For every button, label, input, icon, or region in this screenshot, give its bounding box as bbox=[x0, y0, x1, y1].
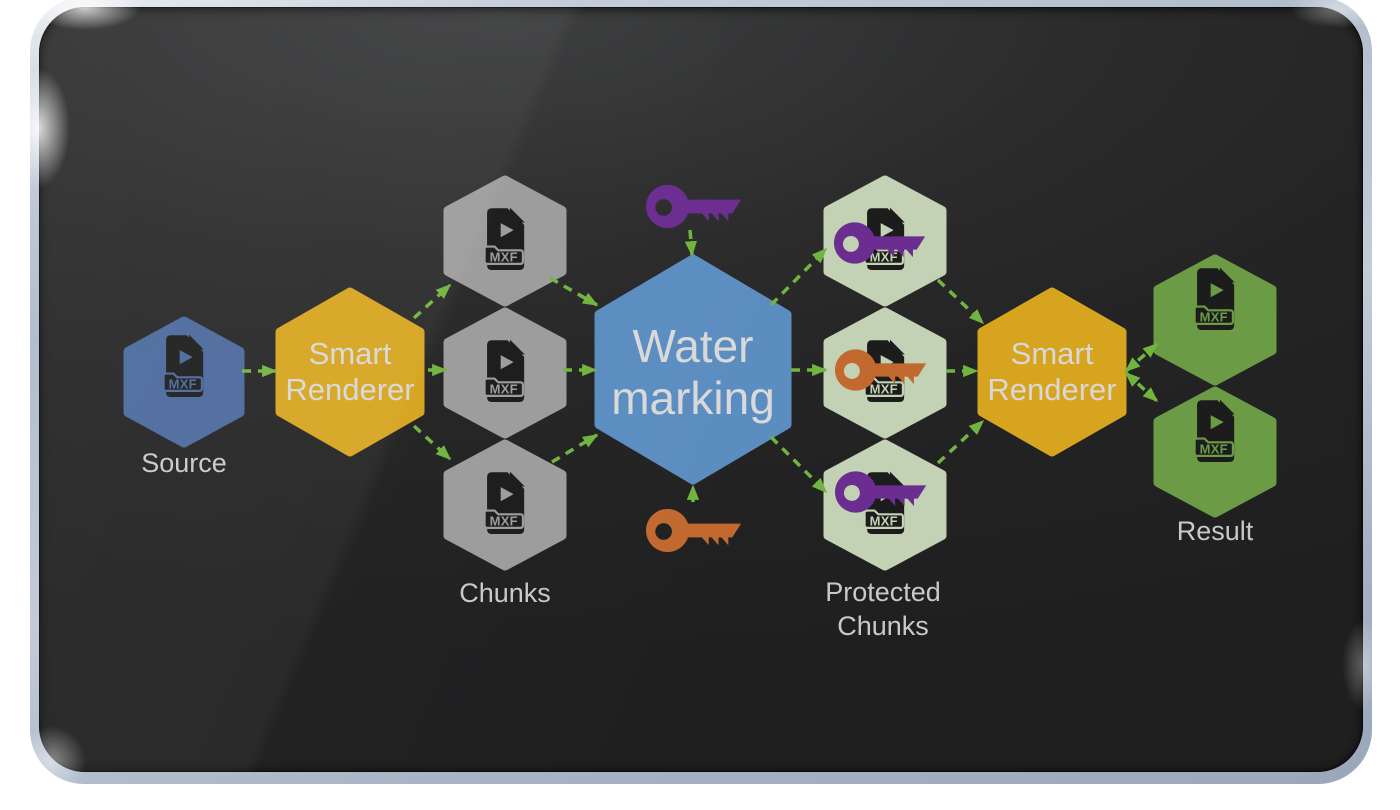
source-node: Source bbox=[123, 316, 245, 478]
arrow-key-top-to-watermarking bbox=[684, 229, 698, 257]
arrow-watermarking-to-protected-1 bbox=[769, 247, 828, 307]
arrow-protected-3-to-renderer2 bbox=[936, 419, 985, 465]
smart-renderer-1-label-line1: Smart bbox=[309, 336, 392, 371]
protected-chunk-node-1 bbox=[823, 175, 947, 307]
chunk-node-3 bbox=[443, 439, 567, 571]
arrow-watermarking-to-protected-3 bbox=[769, 435, 828, 494]
source-label: Source bbox=[141, 448, 227, 478]
arrow-renderer2-result-1-bidirectional bbox=[1124, 342, 1159, 373]
mxf-file-icon bbox=[1193, 266, 1236, 332]
mxf-file-icon bbox=[483, 470, 526, 536]
mxf-file-icon bbox=[162, 333, 205, 399]
protected-chunks-group: Protected Chunks bbox=[823, 175, 947, 641]
arrow-chunk-3-to-watermarking bbox=[551, 433, 599, 464]
protected-chunk-node-2 bbox=[823, 307, 947, 439]
chunk-node-2 bbox=[443, 307, 567, 439]
chunks-label: Chunks bbox=[459, 578, 551, 608]
protected-chunks-label-line2: Chunks bbox=[837, 611, 929, 641]
arrow-chunk-1-to-watermarking bbox=[549, 276, 599, 307]
chunks-group: Chunks bbox=[443, 175, 567, 608]
result-node-1 bbox=[1153, 254, 1277, 386]
arrow-renderer1-to-chunk-3 bbox=[412, 424, 452, 461]
watermarking-label-line1: Water bbox=[633, 320, 754, 372]
result-label: Result bbox=[1177, 516, 1254, 546]
smart-renderer-2-node: Smart Renderer bbox=[977, 287, 1127, 457]
arrow-renderer2-result-2-bidirectional bbox=[1124, 371, 1159, 403]
mxf-file-icon bbox=[483, 338, 526, 404]
flow-arrows bbox=[242, 229, 1159, 502]
watermarking-hexagon bbox=[594, 254, 792, 485]
smart-renderer-1-hexagon bbox=[275, 287, 425, 457]
watermarking-node: Water marking bbox=[594, 254, 792, 485]
smart-renderer-2-label-line1: Smart bbox=[1011, 336, 1094, 371]
smart-renderer-1-label-line2: Renderer bbox=[285, 372, 414, 407]
purple-key-icon bbox=[645, 184, 742, 229]
mxf-file-icon bbox=[483, 206, 526, 272]
protected-chunk-node-3 bbox=[823, 439, 947, 571]
result-group: Result bbox=[1153, 254, 1277, 546]
smart-renderer-2-label-line2: Renderer bbox=[987, 372, 1116, 407]
mxf-file-icon bbox=[1193, 398, 1236, 464]
orange-key-icon bbox=[645, 508, 742, 553]
arrow-renderer1-to-chunk-1 bbox=[412, 283, 452, 320]
smart-renderer-1-node: Smart Renderer bbox=[275, 287, 425, 457]
chunk-node-1 bbox=[443, 175, 567, 307]
smart-renderer-2-hexagon bbox=[977, 287, 1127, 457]
watermarking-label-line2: marking bbox=[611, 372, 775, 424]
arrow-protected-1-to-renderer2 bbox=[936, 278, 985, 325]
result-node-2 bbox=[1153, 386, 1277, 518]
protected-chunks-label-line1: Protected bbox=[825, 577, 941, 607]
